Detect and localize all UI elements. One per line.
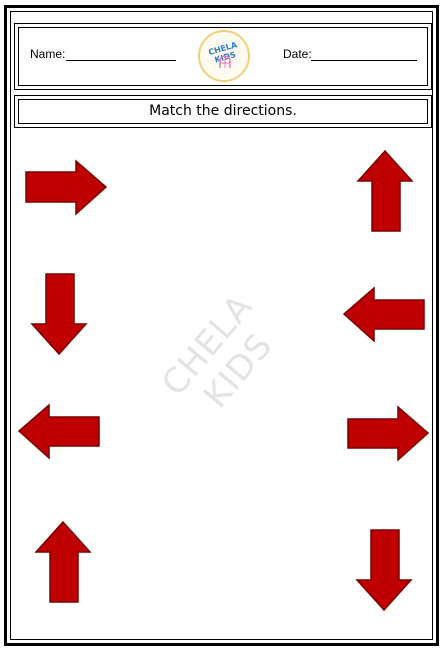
title-box: Match the directions. bbox=[14, 95, 432, 128]
date-field-line[interactable] bbox=[311, 60, 417, 61]
arrow-up-icon[interactable] bbox=[356, 149, 414, 233]
logo-mark-icon bbox=[219, 55, 231, 68]
header-box: Name: CHELA KIDS Date: bbox=[14, 23, 432, 90]
arrow-left-icon[interactable] bbox=[342, 286, 426, 343]
arrow-right-icon[interactable] bbox=[346, 405, 430, 462]
worksheet-title: Match the directions. bbox=[149, 103, 297, 119]
name-field-line[interactable] bbox=[66, 60, 176, 61]
arrow-left-icon[interactable] bbox=[17, 403, 101, 460]
arrow-down-icon[interactable] bbox=[30, 272, 88, 356]
date-label: Date: bbox=[283, 47, 312, 61]
worksheet-inner-border bbox=[10, 11, 433, 640]
arrow-up-icon[interactable] bbox=[34, 520, 92, 604]
logo: CHELA KIDS bbox=[198, 30, 250, 82]
name-label: Name: bbox=[30, 47, 66, 61]
arrow-right-icon[interactable] bbox=[24, 159, 108, 216]
arrow-down-icon[interactable] bbox=[355, 528, 413, 612]
